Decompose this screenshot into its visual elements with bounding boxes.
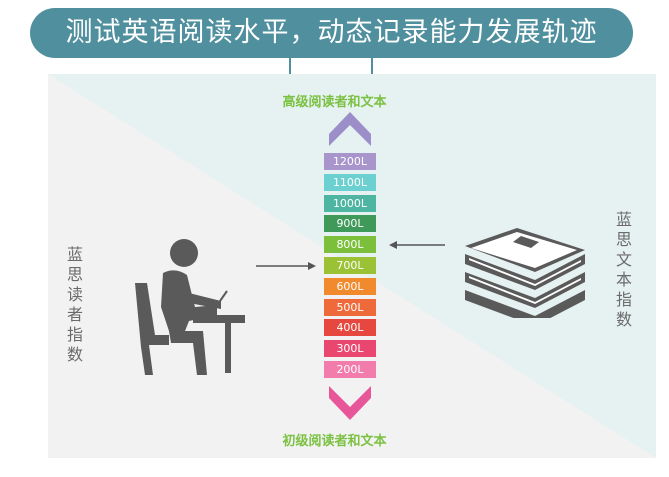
top-level-label: 高级阅读者和文本 <box>282 95 387 110</box>
level-bar: 1000L <box>324 194 376 212</box>
up-arrow-icon <box>329 112 371 146</box>
level-bar: 200L <box>324 361 376 378</box>
level-bar: 500L <box>324 298 376 316</box>
book-stack-icon <box>465 228 585 318</box>
level-bar: 800L <box>324 236 376 254</box>
text-index-label: 蓝思文本指数 <box>615 210 632 329</box>
bottom-level-label: 初级阅读者和文本 <box>282 434 387 449</box>
level-bar: 300L <box>324 340 376 358</box>
down-arrow-icon <box>329 386 371 420</box>
arrow-from-text-icon <box>389 241 445 249</box>
title-banner: 测试英语阅读水平，动态记录能力发展轨迹 <box>30 8 633 58</box>
level-bar: 1100L <box>324 173 376 191</box>
banner-connector-left <box>289 58 291 74</box>
level-bar: 400L <box>324 319 376 337</box>
reader-at-desk-icon <box>135 239 245 375</box>
level-bar: 600L <box>324 277 376 295</box>
level-bar: 1200L <box>324 153 376 170</box>
arrow-from-reader-icon <box>256 262 316 270</box>
reader-index-label: 蓝思读者指数 <box>66 245 83 364</box>
banner-connector-right <box>371 58 373 74</box>
level-bar: 700L <box>324 257 376 274</box>
level-bar: 900L <box>324 215 376 233</box>
